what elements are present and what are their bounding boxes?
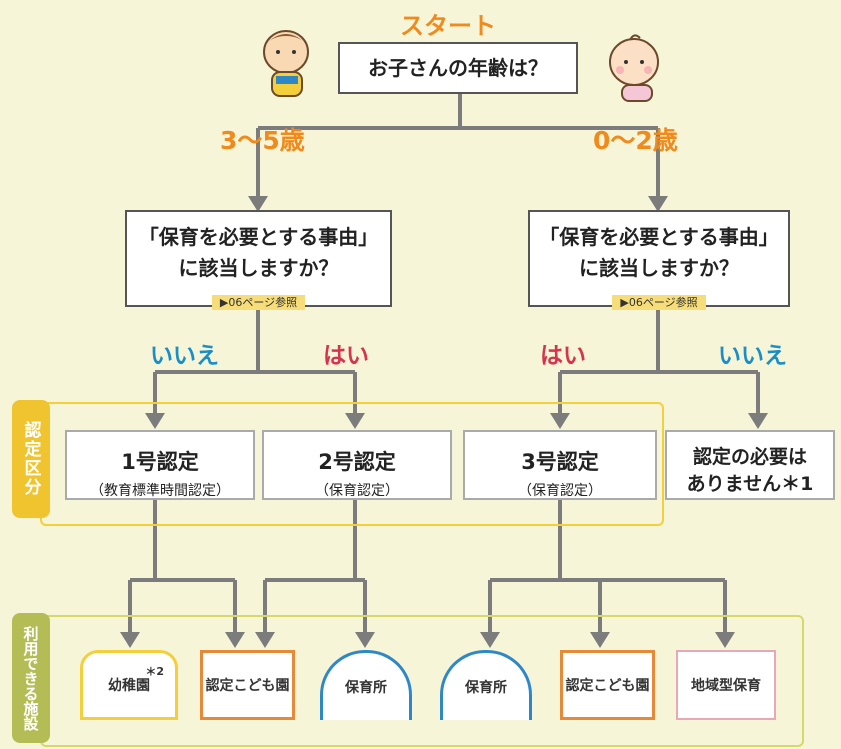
reason-question-right-line2: に該当しますか？	[579, 256, 739, 280]
category-3: 3号認定 （保育認定）	[463, 430, 657, 500]
no-category-line1: 認定の必要は	[692, 446, 807, 468]
reason-question-right-line1: 「保育を必要とする事由」	[539, 225, 779, 249]
facility-nursery-left: 保育所	[320, 650, 412, 720]
reason-question-right: 「保育を必要とする事由」 に該当しますか？ ▶06ページ参照	[528, 210, 790, 310]
age-question-box: お子さんの年齢は？	[338, 42, 578, 94]
facility-certified-center-right: 認定こども園	[560, 650, 655, 720]
baby-illustration	[609, 34, 659, 102]
category-1-sub: （教育標準時間認定）	[90, 483, 230, 499]
facility-certified-center-left: 認定こども園	[200, 650, 295, 720]
reason-question-left-line1: 「保育を必要とする事由」	[138, 225, 379, 249]
category-1: 1号認定 （教育標準時間認定）	[65, 430, 255, 500]
answer-no-right: いいえ	[718, 343, 787, 369]
reason-question-left: 「保育を必要とする事由」 に該当しますか？ ▶06ページ参照	[125, 210, 392, 310]
age-older-label: 3～5歳	[220, 126, 305, 155]
answer-yes-right: はい	[540, 343, 586, 369]
community-care-label: 地域型保育	[691, 678, 761, 694]
facility-nursery-right: 保育所	[440, 650, 532, 720]
reason-question-left-line2: に該当しますか？	[178, 256, 339, 280]
reference-left: ▶06ページ参照	[211, 295, 306, 310]
certified-center-right-label: 認定こども園	[565, 678, 650, 694]
facility-section-label: 利用できる施設	[21, 625, 40, 731]
age-younger-label: 0～2歳	[593, 126, 678, 155]
kindergarten-note: ＊2	[145, 665, 164, 678]
category-section-label: 認定区分	[20, 421, 41, 497]
certified-center-left-label: 認定こども園	[205, 678, 290, 694]
no-category-line2: ありません＊1	[686, 473, 814, 495]
answer-no-left: いいえ	[150, 343, 219, 369]
category-2-title: 2号認定	[318, 450, 396, 474]
category-2: 2号認定 （保育認定）	[262, 430, 452, 500]
category-2-sub: （保育認定）	[315, 483, 399, 499]
facility-kindergarten: 幼稚園＊2	[80, 650, 178, 720]
kindergarten-label: 幼稚園	[108, 678, 150, 694]
age-question-text: お子さんの年齢は？	[368, 56, 548, 80]
nursery-right-label: 保育所	[465, 679, 507, 696]
nursery-left-label: 保育所	[345, 679, 387, 696]
category-3-sub: （保育認定）	[518, 483, 602, 499]
category-section-tag: 認定区分	[12, 400, 50, 518]
facility-section-tag: 利用できる施設	[12, 613, 50, 743]
answer-yes-left: はい	[323, 343, 369, 369]
category-3-title: 3号認定	[521, 450, 599, 474]
no-category-box: 認定の必要は ありません＊1	[665, 430, 835, 500]
facility-community-care: 地域型保育	[676, 650, 776, 720]
start-label: スタート	[400, 12, 496, 40]
boy-illustration	[263, 30, 309, 97]
reference-right: ▶06ページ参照	[612, 295, 706, 310]
category-1-title: 1号認定	[121, 450, 199, 474]
